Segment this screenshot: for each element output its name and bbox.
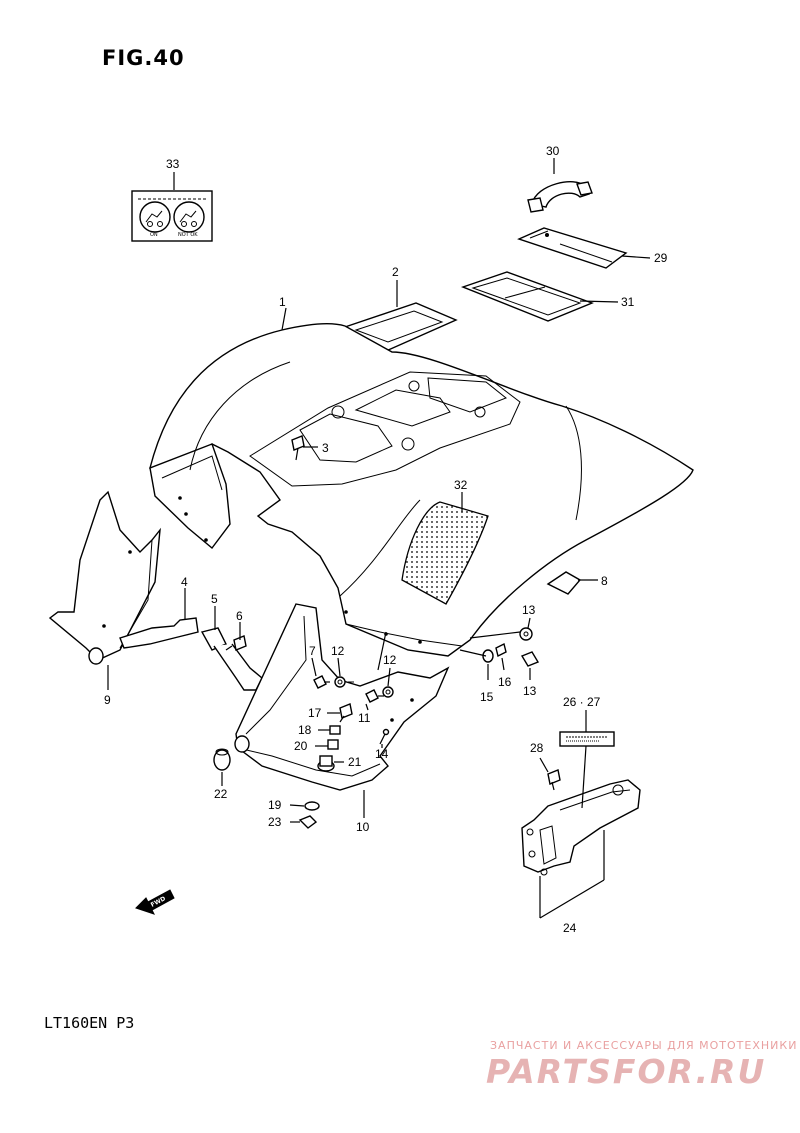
watermark-brand: PARTSFOR.RU xyxy=(486,1052,767,1091)
part-28-bolt xyxy=(547,769,561,791)
model-code: LT160EN P3 xyxy=(44,1014,135,1032)
callout-3: 3 xyxy=(322,441,329,455)
fwd-arrow-icon: FWD xyxy=(135,889,175,915)
part-18-bolt xyxy=(339,703,353,723)
part-26-27-label xyxy=(559,731,615,747)
callout-30: 30 xyxy=(546,144,560,158)
callout-1: 1 xyxy=(279,295,286,309)
callout-16: 15 xyxy=(480,690,494,704)
part-24-nut xyxy=(298,815,318,829)
callout-18: 17 xyxy=(308,706,322,720)
part-31-sheet xyxy=(460,271,594,322)
callout-25: 24 xyxy=(563,921,577,935)
callout-32: 32 xyxy=(454,478,468,492)
callout-23: 22 xyxy=(214,787,228,801)
callout-4: 4 xyxy=(181,575,188,589)
part-33-decal: ON NOT OK xyxy=(131,190,213,242)
decal-right-caption: NOT OK xyxy=(178,232,198,238)
figure-title: FIG.40 xyxy=(102,46,185,70)
callout-9: 9 xyxy=(104,693,111,707)
callout-22: 21 xyxy=(348,755,362,769)
part-16-washer xyxy=(482,649,494,663)
part-14-nut xyxy=(519,627,533,641)
part-22-grommet xyxy=(317,755,335,772)
callout-15: 14 xyxy=(375,747,389,761)
callout-12-lower: 12 xyxy=(383,653,397,667)
callout-10: 10 xyxy=(356,820,370,834)
callout-33: 33 xyxy=(166,157,180,171)
callout-31: 31 xyxy=(621,295,635,309)
leader-lines xyxy=(107,158,651,919)
callout-24: 23 xyxy=(268,815,282,829)
part-1-rear-fender xyxy=(149,323,694,657)
callout-28: 28 xyxy=(530,741,544,755)
callout-2: 2 xyxy=(392,265,399,279)
callout-21: 20 xyxy=(294,739,308,753)
part-7-screw xyxy=(313,675,330,689)
part-15-screw xyxy=(379,728,390,745)
decal-left-caption: ON xyxy=(150,232,158,238)
part-19-collar xyxy=(329,725,341,735)
callout-6: 6 xyxy=(236,609,243,623)
part-11-screw xyxy=(365,689,384,703)
watermark-tagline: ЗАПЧАСТИ И АКСЕССУАРЫ ДЛЯ МОТОТЕХНИКИ xyxy=(490,1039,798,1052)
part-8-clip xyxy=(546,571,582,595)
part-4-brace xyxy=(119,617,199,649)
callout-26-27: 26 · 27 xyxy=(563,695,601,709)
callout-11: 11 xyxy=(358,711,371,725)
part-12-nut-upper xyxy=(334,676,354,688)
part-32-reflector xyxy=(401,501,489,605)
callout-14: 13 xyxy=(522,603,536,617)
part-21-collar xyxy=(327,739,339,750)
callout-20: 19 xyxy=(268,798,282,812)
part-30-strap xyxy=(527,181,593,213)
part-3-bolt xyxy=(291,435,305,461)
part-20-washer xyxy=(304,801,320,811)
callout-5: 5 xyxy=(211,592,218,606)
callout-13: 13 xyxy=(523,684,537,698)
part-9-mud-flap xyxy=(48,490,161,665)
callout-17: 16 xyxy=(498,675,512,689)
callout-12-upper: 12 xyxy=(331,644,345,658)
part-25-mount-bracket xyxy=(521,779,641,876)
part-13-nut xyxy=(520,651,540,667)
callout-29: 29 xyxy=(654,251,668,265)
part-23-cushion xyxy=(213,748,231,771)
part-6-bolt xyxy=(225,635,247,651)
callout-numbers: 33 30 29 31 2 1 3 32 8 4 5 6 9 7 12 12 1… xyxy=(104,144,668,935)
callout-19: 18 xyxy=(298,723,312,737)
part-12-nut-lower xyxy=(382,686,394,698)
callout-7: 7 xyxy=(309,644,316,658)
part-5-bracket xyxy=(200,627,263,691)
callout-8: 8 xyxy=(601,574,608,588)
part-17-screw xyxy=(495,642,507,658)
part-29-tool-bag xyxy=(517,227,628,269)
